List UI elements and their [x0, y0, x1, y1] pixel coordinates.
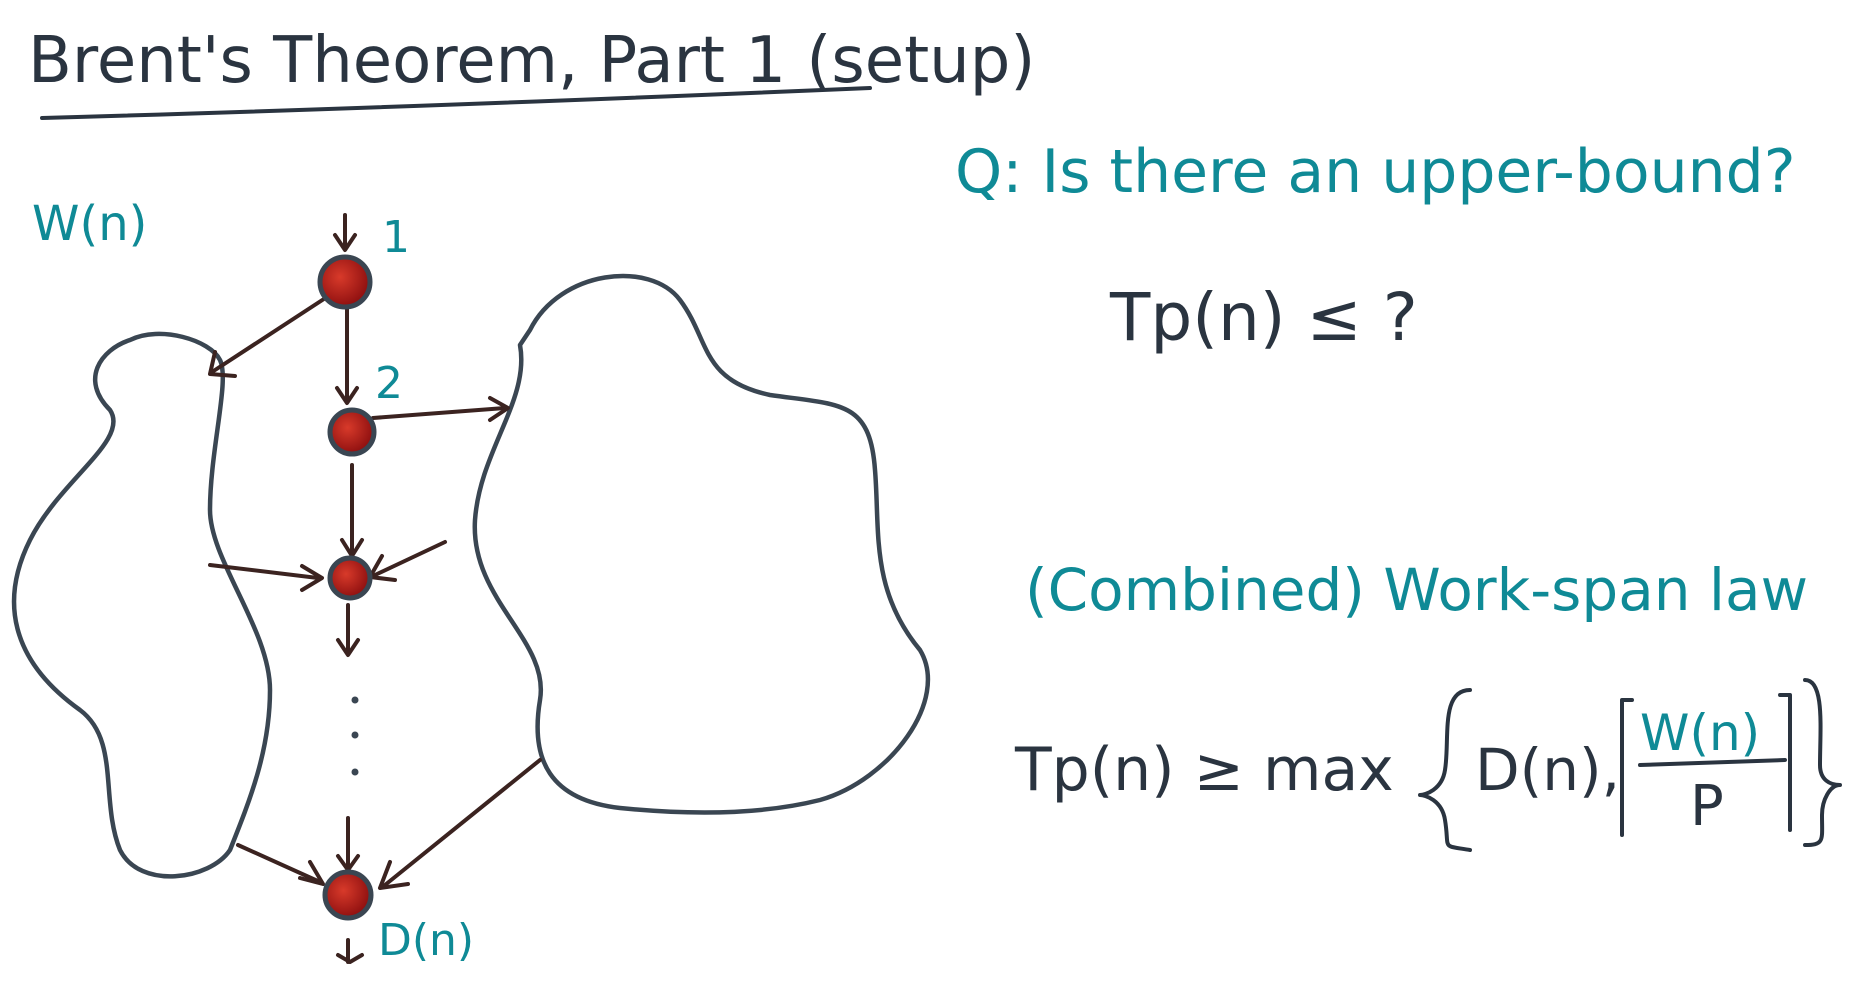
- node-final: [322, 869, 374, 921]
- depth-label: D(n): [378, 915, 474, 966]
- ellipsis-dots: [351, 696, 359, 776]
- page-title: Brent's Theorem, Part 1 (setup): [28, 24, 1035, 98]
- node-1: [317, 254, 373, 310]
- ceiling-left: [1620, 698, 1634, 837]
- right-brace: [1803, 678, 1842, 847]
- law-term-depth: D(n),: [1475, 736, 1620, 804]
- node-2: [327, 407, 377, 457]
- bound-expression: Tp(n) ≤ ?: [1109, 279, 1418, 356]
- right-subgraph-blob: [472, 273, 931, 815]
- left-brace: [1418, 688, 1472, 852]
- left-subgraph-blob: [11, 331, 273, 879]
- dag-edges: [208, 213, 542, 964]
- law-denominator: P: [1690, 774, 1724, 839]
- law-numerator: W(n): [1640, 704, 1760, 762]
- law-heading: (Combined) Work-span law: [1025, 556, 1808, 624]
- ceiling-right: [1778, 693, 1792, 832]
- law-lhs: Tp(n) ≥ max: [1014, 735, 1394, 805]
- node-3: [327, 555, 373, 601]
- work-label: W(n): [32, 196, 147, 252]
- fraction-bar: [1638, 758, 1787, 767]
- question-text: Q: Is there an upper-bound?: [955, 137, 1796, 207]
- title-underline: [40, 86, 872, 120]
- node-1-label: 1: [382, 212, 410, 263]
- node-2-label: 2: [375, 358, 403, 409]
